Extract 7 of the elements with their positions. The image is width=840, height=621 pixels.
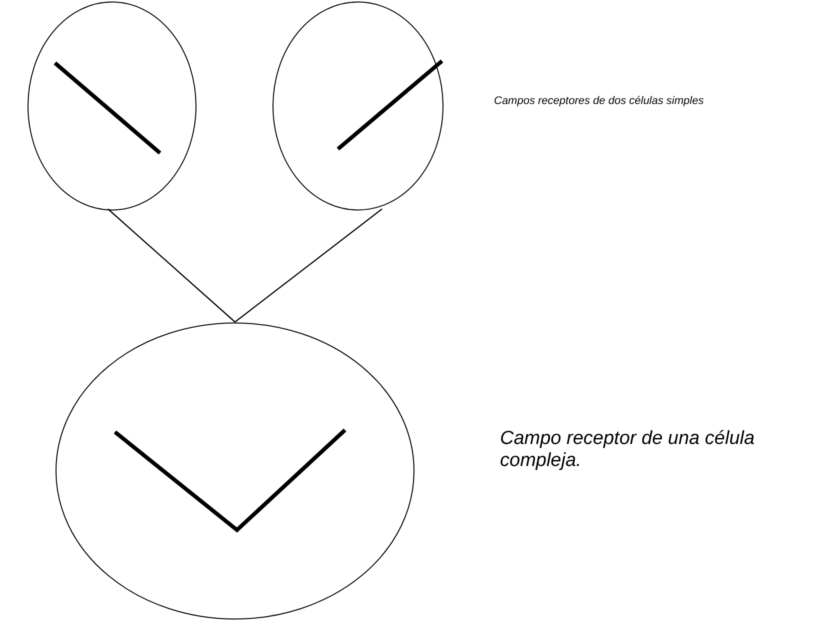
caption-text: Campos receptores de dos células simples bbox=[494, 95, 705, 107]
receptive-field-circle bbox=[27, 1, 197, 211]
receptive-field-circle bbox=[272, 1, 444, 211]
receptive-field-circle bbox=[55, 322, 415, 620]
connector-line bbox=[108, 208, 236, 322]
connector-line bbox=[234, 208, 382, 322]
caption-text: Campo receptor de una célula compleja. bbox=[500, 428, 756, 472]
